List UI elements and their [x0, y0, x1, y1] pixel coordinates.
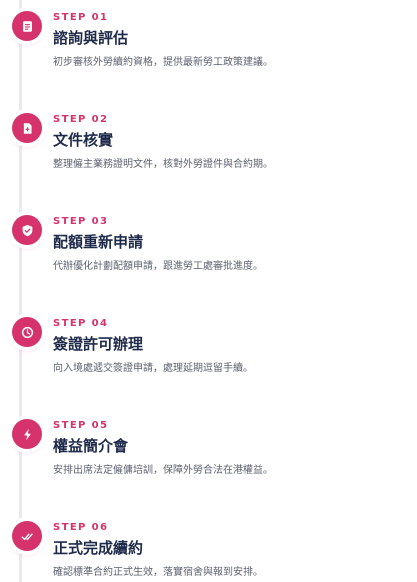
step-title: 正式完成續約 — [53, 539, 144, 557]
step-description: 初步審核外勞續約資格，提供最新勞工政策建議。 — [53, 57, 273, 68]
step-number: STEP 05 — [53, 420, 109, 431]
timeline-line — [19, 0, 22, 582]
document-list-icon — [22, 20, 32, 32]
step-description: 確認標準合約正式生效，落實宿舍與報到安排。 — [53, 567, 263, 578]
step-title: 配額重新申請 — [53, 233, 144, 251]
step-6-badge — [12, 521, 42, 551]
step-5-badge — [12, 419, 42, 449]
clock-icon — [21, 326, 33, 338]
step-title: 文件核實 — [53, 131, 114, 149]
shield-check-icon — [22, 224, 32, 236]
file-plus-icon — [23, 122, 32, 134]
step-description: 向入境處遞交簽證申請，處理延期逗留手續。 — [53, 363, 253, 374]
step-number: STEP 03 — [53, 216, 109, 227]
step-2-badge — [12, 113, 42, 143]
double-check-icon — [21, 533, 33, 540]
step-number: STEP 01 — [53, 12, 109, 23]
step-title: 諮詢與評估 — [53, 29, 129, 47]
step-description: 整理僱主業務證明文件，核對外勞證件與合約期。 — [53, 159, 273, 170]
step-description: 安排出席法定僱傭培訓，保障外勞合法在港權益。 — [53, 465, 273, 476]
step-number: STEP 04 — [53, 318, 109, 329]
step-3-badge — [12, 215, 42, 245]
step-number: STEP 06 — [53, 522, 109, 533]
step-title: 簽證許可辦理 — [53, 335, 144, 353]
lightning-icon — [23, 428, 31, 440]
step-4-badge — [12, 317, 42, 347]
step-description: 代辦優化計劃配額申請，跟進勞工處審批進度。 — [53, 261, 263, 272]
step-number: STEP 02 — [53, 114, 109, 125]
step-title: 權益簡介會 — [53, 437, 129, 455]
step-1-badge — [12, 11, 42, 41]
